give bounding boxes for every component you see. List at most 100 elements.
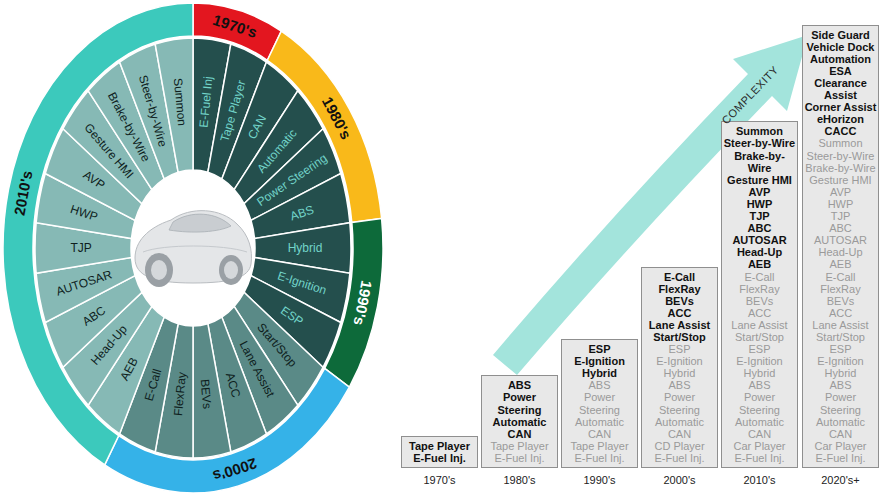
feature-label: TJP bbox=[70, 241, 91, 255]
carried-feature: CD Player bbox=[643, 440, 716, 452]
carried-feature: Car Player bbox=[723, 440, 796, 452]
carried-feature: Head-Up bbox=[804, 246, 877, 258]
decade-axis-label: 1970's bbox=[423, 474, 455, 486]
decade-band-outline bbox=[3, 3, 193, 465]
carried-feature: FlexRay bbox=[804, 283, 877, 295]
carried-feature: Automatic bbox=[643, 416, 716, 428]
feature-segment-shape bbox=[0, 0, 390, 500]
new-feature: ABC bbox=[723, 222, 796, 234]
carried-feature: ABS bbox=[723, 379, 796, 391]
carried-feature: Hybrid bbox=[804, 367, 877, 379]
carried-feature: E-Call bbox=[804, 271, 877, 283]
decade-axis-label: 1990's bbox=[583, 474, 615, 486]
decade-column: E-CallFlexRayBEVsACCLane AssistStart/Sto… bbox=[641, 267, 718, 469]
decade-column: Tape PlayerE-Fuel Inj. bbox=[401, 436, 478, 468]
new-feature: Lane Assist bbox=[643, 319, 716, 331]
new-feature: E-Ignition bbox=[563, 355, 636, 367]
new-feature: ABS bbox=[483, 379, 556, 391]
feature-segment: HWP bbox=[0, 0, 390, 500]
new-feature: Head-Up bbox=[723, 246, 796, 258]
carried-feature: Automatic bbox=[804, 416, 877, 428]
carried-feature: Start/Stop bbox=[804, 331, 877, 343]
new-feature: Vehicle Dock bbox=[804, 41, 877, 53]
feature-segment: Steer-by-Wire bbox=[0, 0, 390, 500]
new-feature: Corner Assist bbox=[804, 101, 877, 113]
feature-segment: AVP bbox=[0, 0, 390, 500]
new-feature: Automatic bbox=[483, 416, 556, 428]
carried-feature: ABS bbox=[563, 379, 636, 391]
carried-feature: Power Steering bbox=[723, 391, 796, 415]
carried-feature: E-Ignition bbox=[723, 355, 796, 367]
feature-segment-outline bbox=[155, 38, 193, 172]
carried-feature: E-Ignition bbox=[804, 355, 877, 367]
carried-feature: Steer-by-Wire bbox=[804, 150, 877, 162]
carried-feature: E-Fuel Inj. bbox=[483, 452, 556, 464]
new-feature: Steer-by-Wire bbox=[723, 137, 796, 149]
new-feature: E-Fuel Inj. bbox=[403, 452, 476, 464]
feature-segment-shape bbox=[0, 0, 390, 500]
decade-axis-label: 2010's bbox=[743, 474, 775, 486]
new-feature: CACC bbox=[804, 125, 877, 137]
feature-segment: Brake-by-Wire bbox=[0, 0, 390, 500]
carried-feature: Lane Assist bbox=[804, 319, 877, 331]
carried-feature: ESP bbox=[804, 343, 877, 355]
new-feature: BEVs bbox=[643, 295, 716, 307]
new-feature: ESA bbox=[804, 65, 877, 77]
new-feature: Clearance Assist bbox=[804, 77, 877, 101]
carried-feature: ESP bbox=[723, 343, 796, 355]
carried-feature: E-Fuel Inj. bbox=[643, 452, 716, 464]
carried-feature: FlexRay bbox=[723, 283, 796, 295]
carried-feature: ACC bbox=[804, 307, 877, 319]
new-feature: CAN bbox=[483, 428, 556, 440]
carried-feature: ABS bbox=[804, 379, 877, 391]
feature-segment-shape bbox=[0, 0, 390, 500]
decade-column: SummonSteer-by-WireBrake-by-WireGesture … bbox=[721, 121, 798, 468]
carried-feature: AVP bbox=[804, 186, 877, 198]
carried-feature: BEVs bbox=[723, 295, 796, 307]
carried-feature: E-Fuel Inj. bbox=[723, 452, 796, 464]
new-feature: TJP bbox=[723, 210, 796, 222]
new-feature: Automation bbox=[804, 53, 877, 65]
arrow-shape bbox=[493, 35, 808, 375]
carried-feature: Tape Player bbox=[483, 440, 556, 452]
new-feature: AEB bbox=[723, 258, 796, 270]
carried-feature: Summon bbox=[804, 137, 877, 149]
decade-column: Side GuardVehicle DockAutomationESAClear… bbox=[802, 25, 879, 468]
carried-feature: ABS bbox=[643, 379, 716, 391]
new-feature: AVP bbox=[723, 186, 796, 198]
feature-segment-shape bbox=[0, 0, 390, 500]
carried-feature: AUTOSAR bbox=[804, 234, 877, 246]
carried-feature: Gesture HMI bbox=[804, 174, 877, 186]
new-feature: Brake-by-Wire bbox=[723, 150, 796, 174]
new-feature: ESP bbox=[563, 343, 636, 355]
carried-feature: ESP bbox=[643, 343, 716, 355]
new-feature: ACC bbox=[643, 307, 716, 319]
carried-feature: AEB bbox=[804, 258, 877, 270]
new-feature: E-Call bbox=[643, 271, 716, 283]
carried-feature: Lane Assist bbox=[723, 319, 796, 331]
carried-feature: TJP bbox=[804, 210, 877, 222]
carried-feature: E-Fuel Inj. bbox=[563, 452, 636, 464]
new-feature: Power Steering bbox=[483, 391, 556, 415]
new-feature: Side Guard bbox=[804, 29, 877, 41]
carried-feature: BEVs bbox=[804, 295, 877, 307]
decade-axis-label: 2000's bbox=[663, 474, 695, 486]
carried-feature: Automatic bbox=[723, 416, 796, 428]
carried-feature: Power Steering bbox=[643, 391, 716, 415]
carried-feature: Start/Stop bbox=[723, 331, 796, 343]
carried-feature: Hybrid bbox=[643, 367, 716, 379]
new-feature: AUTOSAR bbox=[723, 234, 796, 246]
carried-feature: Hybrid bbox=[723, 367, 796, 379]
carried-feature: CAN bbox=[804, 428, 877, 440]
new-feature: Gesture HMI bbox=[723, 174, 796, 186]
feature-segment: Gesture HMI bbox=[0, 0, 390, 500]
feature-segment-shape bbox=[0, 0, 390, 500]
feature-segment-shape bbox=[0, 0, 390, 500]
new-feature: Start/Stop bbox=[643, 331, 716, 343]
decade-column: ESPE-IgnitionHybridABSPower SteeringAuto… bbox=[561, 339, 638, 468]
carried-feature: Car Player bbox=[804, 440, 877, 452]
carried-feature: Tape Player bbox=[563, 440, 636, 452]
carried-feature: CAN bbox=[563, 428, 636, 440]
carried-feature: HWP bbox=[804, 198, 877, 210]
carried-feature: Brake-by-Wire bbox=[804, 162, 877, 174]
